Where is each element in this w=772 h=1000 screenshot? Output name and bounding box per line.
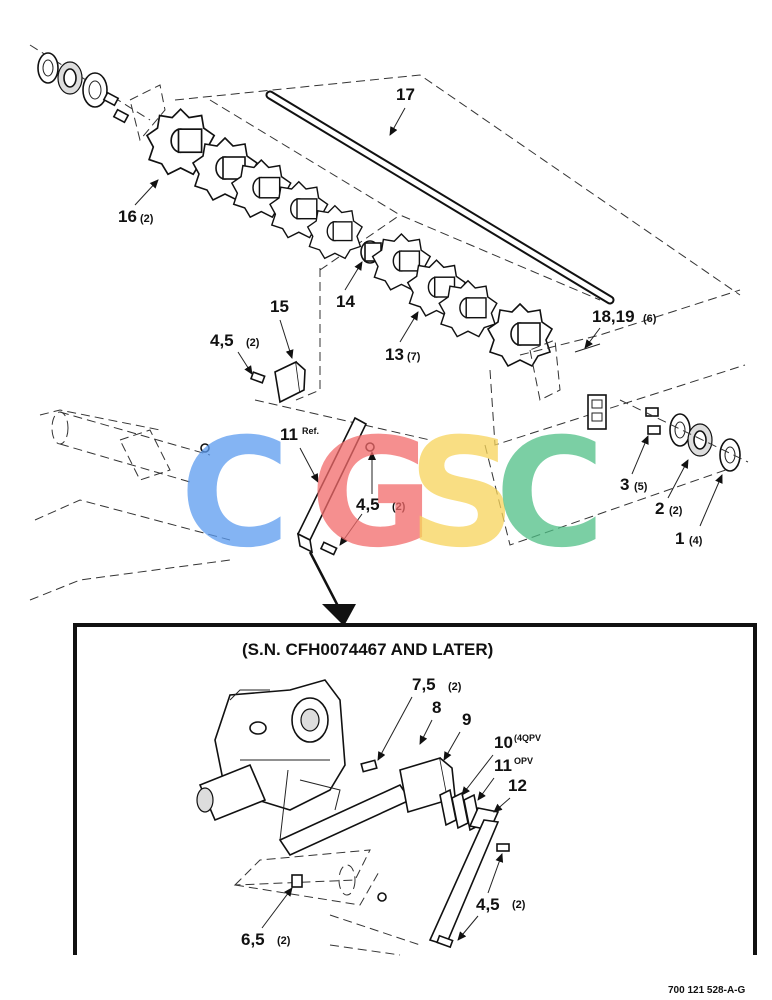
callout-17-num: 17: [396, 85, 415, 104]
support-arm: [278, 756, 457, 857]
callout-4c-qty: (2): [512, 899, 526, 911]
watermark-cgsc: C G S C: [180, 407, 605, 581]
lower-frame: [233, 849, 421, 956]
watermark-letter-c2: C: [495, 407, 605, 581]
callout-15-num: 15: [270, 297, 289, 316]
watermark-letter-g: G: [310, 407, 433, 581]
upper-exploded-view: [29, 44, 749, 601]
callout-1-qty: (4): [689, 535, 703, 547]
callout-13-qty: (7): [407, 351, 421, 363]
callout-10-num: 10: [494, 733, 513, 752]
drawing-number: 700 121 528-A-G: [668, 985, 745, 996]
callout-3-qty: (5): [634, 481, 648, 493]
callout-4a-qty: (2): [246, 337, 260, 349]
callout-4c-num: 4,5: [476, 895, 500, 914]
arm-11: [428, 807, 510, 949]
callout-11-qty: OPV: [514, 756, 533, 766]
callout-16-qty: (2): [140, 213, 154, 225]
inset-panel: (S.N. CFH0074467 AND LATER): [73, 623, 757, 956]
watermark-letter-s: S: [408, 407, 516, 581]
callout-14-num: 14: [336, 292, 355, 311]
shaft-17: [265, 90, 615, 305]
left-frame: [29, 409, 375, 601]
callout-18-qty: (6): [643, 313, 657, 325]
gearbox: [196, 679, 346, 822]
callout-11ref-qty: Ref.: [302, 426, 319, 436]
callout-3-num: 3: [620, 475, 629, 494]
callouts-upper: 17 16 (2) 15 14 13 (7) 18,19 (6) 4,5 (2)…: [118, 85, 723, 548]
callout-4b-qty: (2): [392, 501, 406, 513]
inset-pointer: [308, 551, 356, 626]
arm-11-ref: [296, 416, 368, 556]
callout-11-num: 11: [494, 756, 512, 775]
callout-4a-num: 4,5: [210, 331, 234, 350]
bracket-15: [249, 360, 306, 404]
callout-4b-num: 4,5: [356, 495, 380, 514]
left-bearing-stack: [29, 44, 166, 142]
callout-12-num: 12: [508, 776, 527, 795]
callout-11ref-num: 11: [280, 425, 298, 444]
callout-8-num: 8: [432, 698, 441, 717]
callout-1-num: 1: [675, 529, 684, 548]
callout-2-qty: (2): [669, 505, 683, 517]
callout-7-num: 7,5: [412, 675, 436, 694]
callout-16-num: 16: [118, 207, 137, 226]
watermark-letter-c1: C: [180, 407, 290, 581]
callout-13-num: 13: [385, 345, 404, 364]
callout-9-num: 9: [462, 710, 471, 729]
callout-6-num: 6,5: [241, 930, 265, 949]
sprocket-group-13: [360, 233, 553, 367]
callout-10-qty: (4QPV: [514, 733, 541, 743]
inset-title: (S.N. CFH0074467 AND LATER): [242, 640, 493, 659]
right-frame: [484, 289, 749, 546]
callout-2-num: 2: [655, 499, 664, 518]
callout-7-qty: (2): [448, 681, 462, 693]
callout-18-num: 18,19: [592, 307, 635, 326]
callout-6-qty: (2): [277, 935, 291, 947]
